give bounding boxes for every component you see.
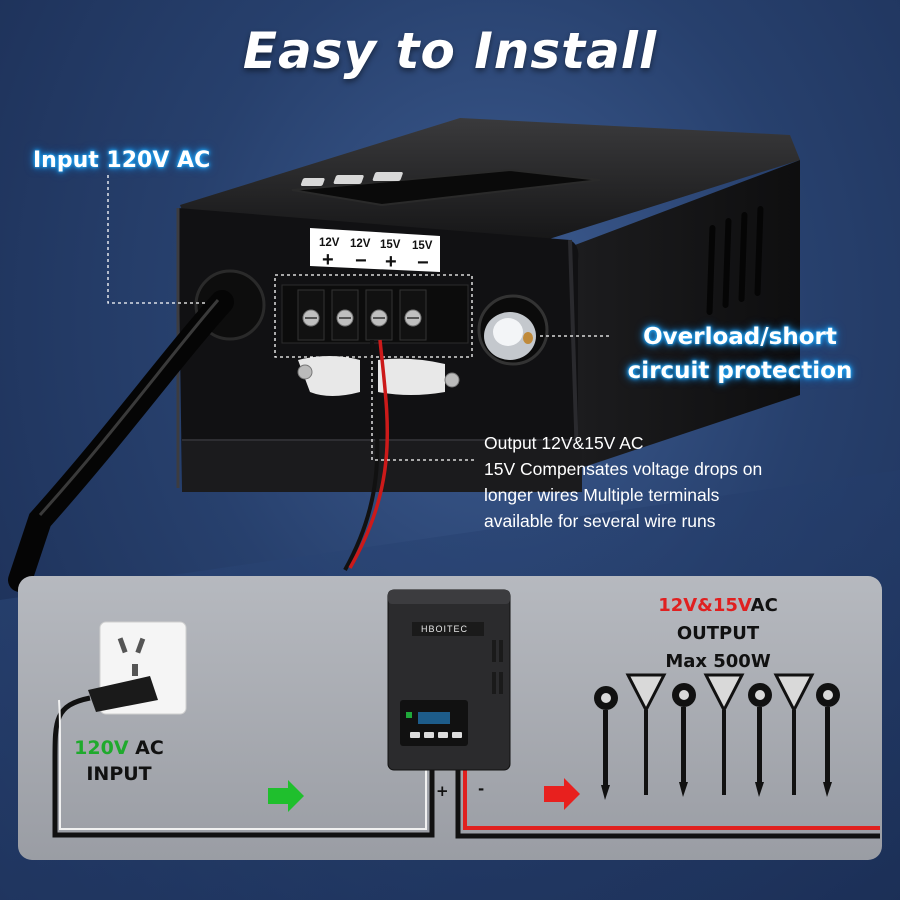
terminal-label-plate: 12V 12V 15V 15V + − + − [310,228,440,274]
terminal-highlight-box [274,274,473,358]
terminal-block [281,284,469,344]
overload-callout-line1: Overload/short [643,324,837,350]
output-label: 12V&15VAC OUTPUT Max 500W [638,592,798,676]
input-cable [8,269,266,592]
output-description-line3: longer wires Multiple terminals [484,485,720,505]
output-wire-black [343,339,380,571]
page-title: Easy to Install [242,22,658,80]
output-description-line2: 15V Compensates voltage drops on [484,459,763,479]
cable-clamps [297,356,460,396]
spotlight-icon [816,683,840,797]
overload-callout: Overload/short circuit protection [610,320,870,388]
terminal-voltage-label: 12V [319,237,340,249]
input-voltage: 120V [74,737,129,759]
terminal-polarity-label: + [322,249,334,271]
spotlight-icon [672,683,696,797]
output-max: Max 500W [665,651,771,672]
minus-sign: - [478,780,485,798]
callout-leader-lines [107,175,612,461]
output-voltage: 12V&15V [658,595,751,616]
transformer-box [176,118,800,492]
red-arrow-icon [544,778,580,810]
plus-sign: + [436,782,449,800]
terminal-polarity-label: − [355,250,367,272]
overload-callout-line2: circuit protection [627,358,853,384]
output-description: Output 12V&15V AC 15V Compensates voltag… [484,430,824,534]
output-description-line1: Output 12V&15V AC [484,433,644,453]
path-light-icon [703,673,745,795]
output-unit: AC [750,595,778,616]
path-light-icon [625,673,667,795]
input-unit: AC [135,737,164,759]
input-plug-wire [52,676,435,838]
output-wire-red [348,339,390,569]
brand-label: HBOITEC [421,624,468,634]
output-description-line4: available for several wire runs [484,511,716,531]
small-transformer-icon: HBOITEC [387,589,511,771]
terminal-polarity-label: + [385,251,397,273]
path-light-icon [773,673,815,795]
terminal-voltage-label: 12V [350,238,371,250]
terminal-voltage-label: 15V [412,240,433,252]
input-word: INPUT [86,763,152,785]
spotlight-icon [594,686,618,800]
circuit-breaker-icon [477,294,549,366]
input-label: 120V AC INPUT [70,735,168,787]
output-wires-diagram [455,770,880,839]
output-word: OUTPUT [676,623,760,644]
landscape-lights [594,673,840,800]
input-callout: Input 120V AC [33,148,211,173]
terminal-polarity-label: − [417,252,429,274]
green-arrow-icon [268,780,304,812]
terminal-voltage-label: 15V [380,239,401,251]
spotlight-icon [748,683,772,797]
